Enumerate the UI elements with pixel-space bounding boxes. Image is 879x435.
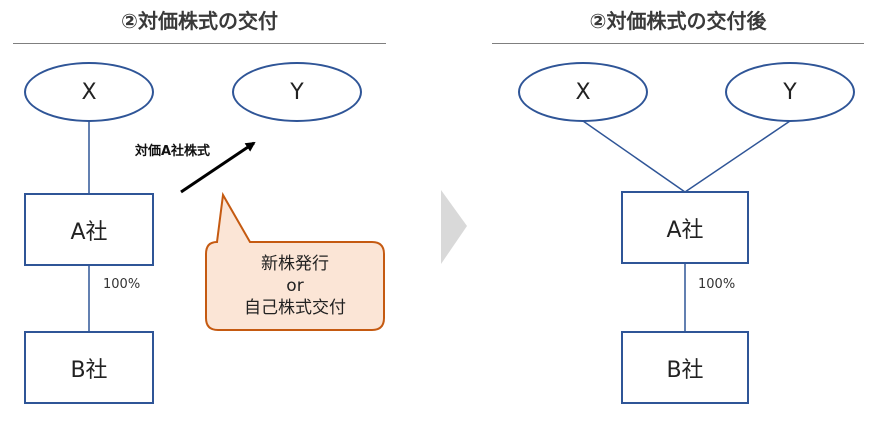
left-title-rule xyxy=(13,43,386,44)
left-panel-title: ②対価株式の交付 xyxy=(121,9,278,33)
right-ownership-pct: 100% xyxy=(698,277,736,292)
left-company-b: B社 xyxy=(24,331,154,404)
transfer-arrow-label: 対価A社株式 xyxy=(135,144,211,159)
right-title-rule xyxy=(492,43,864,44)
left-ownership-pct: 100% xyxy=(103,277,141,292)
right-shareholder-y: Y xyxy=(725,62,855,122)
transfer-arrow xyxy=(180,141,256,194)
right-company-b: B社 xyxy=(621,331,749,404)
right-panel-title: ②対価株式の交付後 xyxy=(589,9,767,33)
callout-line-2: or xyxy=(286,276,304,296)
left-shareholder-x: X xyxy=(24,62,154,122)
right-shareholder-x: X xyxy=(518,62,648,122)
left-company-a: A社 xyxy=(24,193,154,266)
callout-text: 新株発行 or 自己株式交付 xyxy=(206,242,384,330)
callout-line-3: 自己株式交付 xyxy=(244,298,346,318)
callout-line-1: 新株発行 xyxy=(261,254,329,274)
right-x-to-a-line xyxy=(582,120,686,193)
callout-shape xyxy=(205,191,385,331)
transition-arrow-icon xyxy=(441,190,467,264)
right-company-a: A社 xyxy=(621,191,749,264)
left-shareholder-y: Y xyxy=(232,62,362,122)
right-y-to-a-line xyxy=(684,120,791,193)
